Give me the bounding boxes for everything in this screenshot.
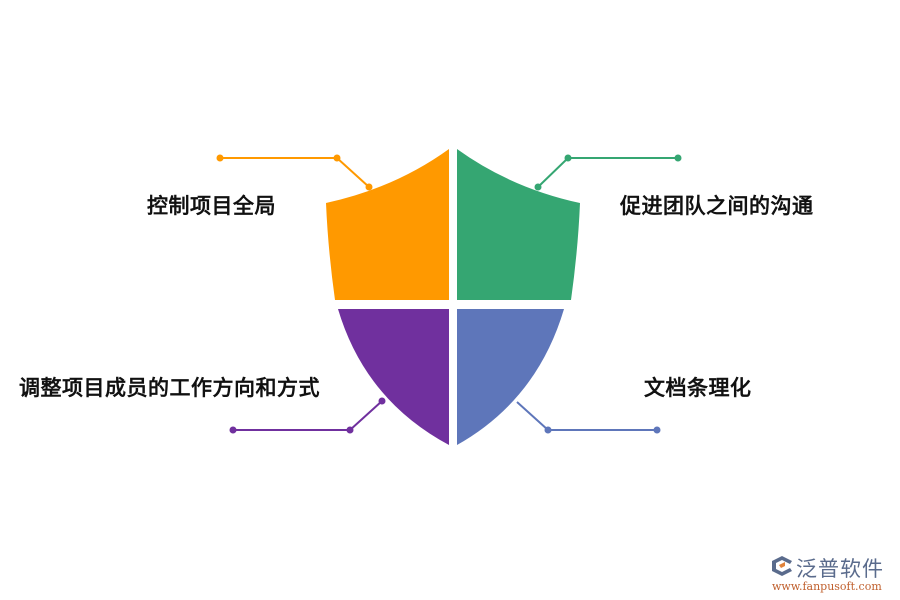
label-top-left: 控制项目全局 (147, 194, 276, 218)
fanpu-logo-icon (772, 556, 792, 576)
watermark-url: www.fanpusoft.com (772, 580, 882, 593)
watermark-name: 泛普软件 (796, 557, 884, 581)
shield-quadrant-bottom-left (338, 309, 449, 445)
connector-top-right (534, 154, 682, 191)
connector-bottom-right (516, 401, 661, 434)
watermark-logo: 泛普软件 www.fanpusoft.com (768, 553, 898, 597)
label-bottom-right: 文档条理化 (644, 376, 752, 400)
connector-top-left (216, 154, 373, 191)
label-bottom-left: 调整项目成员的工作方向和方式 (19, 376, 320, 400)
shield-quadrant-top-right (457, 149, 580, 300)
connector-bottom-left (229, 397, 386, 434)
shield-quadrant-top-left (326, 149, 449, 300)
shield-quadrant-bottom-right (457, 309, 564, 445)
label-top-right: 促进团队之间的沟通 (620, 194, 814, 218)
